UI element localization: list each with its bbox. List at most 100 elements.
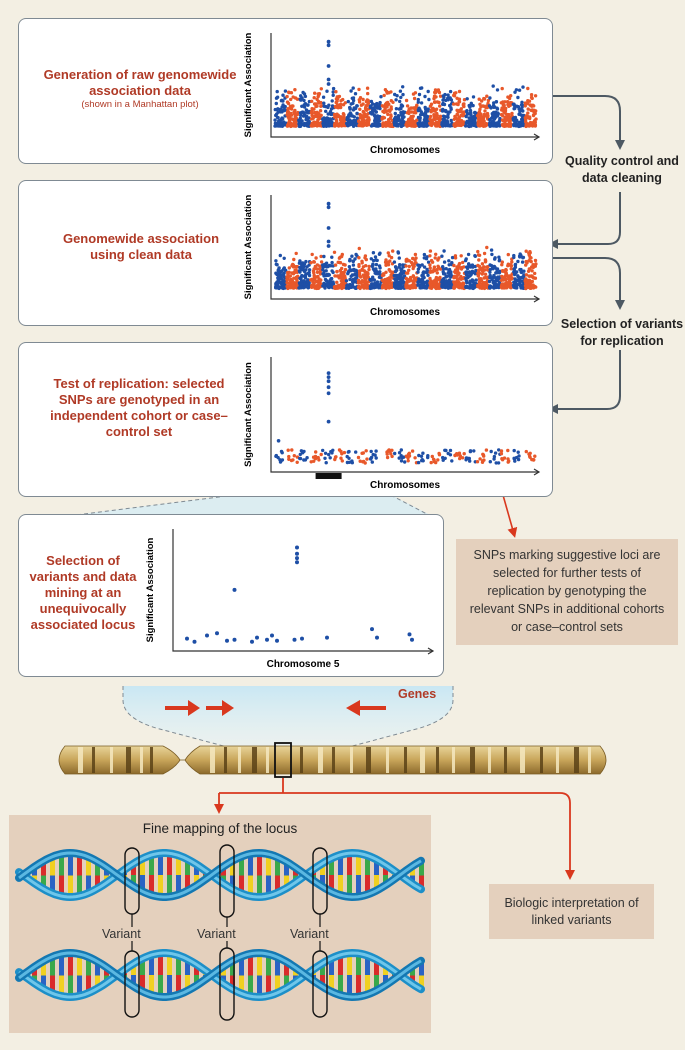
snp-point — [298, 116, 302, 120]
snp-point — [441, 117, 445, 122]
snp-point — [288, 284, 292, 288]
snp-point — [380, 104, 385, 108]
snp-point — [265, 637, 269, 642]
snp-point — [469, 118, 473, 122]
snp-point — [300, 273, 304, 278]
snp-point — [347, 460, 352, 464]
base-pair — [221, 868, 226, 876]
snp-point — [508, 122, 513, 126]
base-pair — [356, 875, 361, 898]
snp-point — [524, 449, 528, 454]
biologic-interpretation-text: Biologic interpretation of linked varian… — [504, 896, 639, 927]
base-pair — [365, 975, 370, 996]
base-pair — [239, 875, 244, 893]
x-axis-label: Chromosome 5 — [267, 659, 340, 670]
snp-point — [347, 123, 351, 127]
snp-point — [518, 255, 522, 259]
snp-point — [475, 460, 480, 464]
snp-point — [522, 269, 526, 273]
snp-point — [332, 250, 337, 254]
chromosome-band — [556, 747, 559, 773]
snp-point — [420, 263, 424, 267]
plot-axes — [270, 195, 539, 300]
snp-point — [470, 278, 474, 282]
base-pair — [410, 867, 415, 876]
snp-point — [298, 456, 302, 461]
snp-point — [334, 118, 339, 123]
snp-point — [291, 458, 295, 462]
snp-point — [512, 107, 516, 111]
snp-point — [428, 254, 432, 258]
snp-point — [289, 91, 294, 95]
base-pair — [248, 875, 253, 897]
snp-point — [371, 258, 376, 263]
snp-point — [340, 459, 344, 463]
snp-point — [405, 104, 410, 108]
snp-point — [480, 262, 485, 266]
snp-point — [380, 278, 384, 282]
snp-point — [385, 455, 390, 460]
snp-point — [282, 120, 286, 124]
snp-point — [292, 124, 297, 128]
snp-point — [273, 118, 277, 122]
snp-point — [373, 281, 377, 285]
snp-point — [488, 124, 492, 128]
chromosome-band — [350, 747, 353, 773]
snp-point — [378, 266, 382, 270]
base-pair — [167, 853, 172, 876]
snp-point — [433, 100, 437, 104]
snp-point — [310, 284, 314, 289]
snp-point — [273, 124, 277, 128]
snp-point — [298, 452, 302, 457]
snp-point — [423, 94, 427, 99]
snp-point — [429, 110, 433, 114]
snp-point — [396, 285, 401, 289]
snp-point — [476, 263, 480, 268]
snp-point — [434, 252, 438, 256]
snp-point — [525, 261, 529, 265]
snp-point — [279, 269, 284, 273]
snp-point — [506, 95, 510, 99]
snp-point — [287, 116, 291, 121]
snp-point — [482, 251, 487, 256]
step-quality-control: Quality control and data cleaning — [563, 153, 681, 187]
snp-point — [489, 248, 494, 252]
snp-point — [414, 261, 418, 265]
base-pair — [68, 853, 73, 876]
snp-point — [379, 95, 383, 99]
snp-point — [352, 278, 356, 282]
snp-point — [351, 96, 356, 100]
snp-point — [286, 281, 290, 285]
snp-point — [284, 268, 288, 272]
base-pair — [320, 964, 325, 976]
snp-point — [328, 120, 332, 124]
snp-point — [534, 117, 538, 121]
snp-point — [370, 627, 374, 632]
snp-point — [525, 123, 530, 128]
snp-point — [399, 274, 403, 279]
snp-point — [192, 639, 197, 644]
snp-point — [465, 112, 470, 116]
chromosome-band — [126, 747, 131, 773]
base-pair — [365, 854, 370, 876]
snp-point — [505, 100, 510, 104]
snp-point — [520, 100, 524, 105]
snp-point — [298, 123, 302, 127]
snp-point — [452, 280, 456, 284]
snp-point — [399, 103, 404, 107]
snp-point — [433, 109, 437, 113]
snp-point — [295, 265, 299, 269]
snp-point — [285, 278, 289, 282]
snp-point — [350, 254, 354, 258]
snp-point — [281, 279, 286, 283]
snp-point — [452, 276, 456, 280]
base-pair — [347, 875, 352, 898]
base-pair — [356, 975, 361, 998]
snp-point — [274, 284, 278, 289]
base-pair — [329, 875, 334, 891]
snp-point — [416, 97, 420, 102]
snp-point — [495, 88, 500, 92]
snp-point — [446, 93, 450, 97]
snp-point — [488, 270, 492, 274]
